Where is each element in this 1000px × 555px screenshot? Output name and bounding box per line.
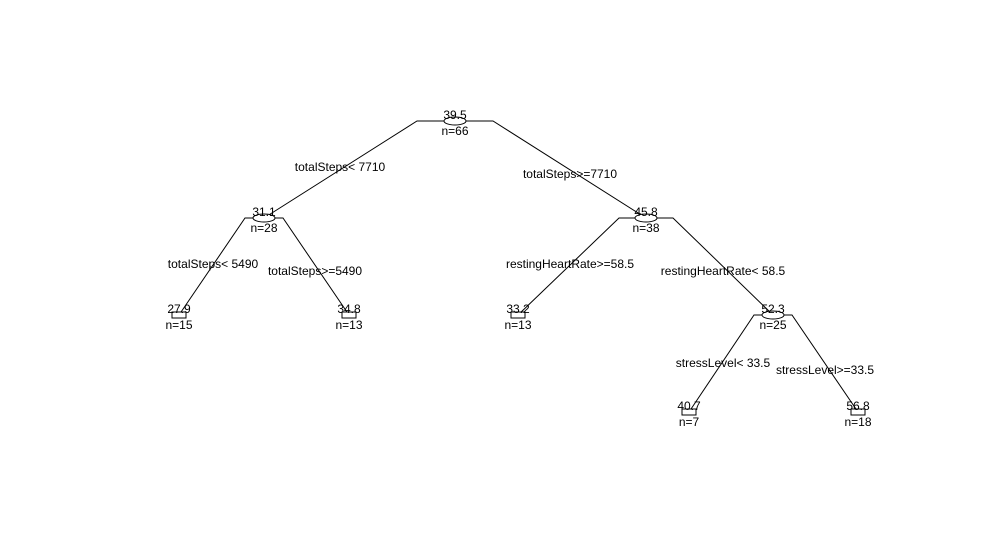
node-count-n3: n=25 <box>759 318 786 332</box>
split-label-left-n3: stressLevel< 33.5 <box>676 356 771 370</box>
leaf-marker-l4 <box>681 408 697 416</box>
node-value-l3: 33.2 <box>506 302 530 316</box>
node-count-l4: n=7 <box>679 415 700 429</box>
tree-node-markers <box>171 116 866 416</box>
leaf-marker-l1 <box>171 311 187 319</box>
split-label-right-n1: totalSteps>=5490 <box>268 264 362 278</box>
tree-edge-left-root <box>263 120 455 219</box>
node-value-n2: 45.8 <box>634 205 658 219</box>
node-marker-n1 <box>252 213 276 223</box>
node-marker-root <box>443 116 467 126</box>
node-value-n3: 52.3 <box>761 302 785 316</box>
leaf-marker-l2 <box>341 311 357 319</box>
node-count-n2: n=38 <box>632 221 659 235</box>
node-value-l1: 27.9 <box>167 302 191 316</box>
leaf-marker-l5 <box>850 408 866 416</box>
node-value-root: 39.5 <box>443 108 467 122</box>
node-count-l1: n=15 <box>165 318 192 332</box>
node-count-l3: n=13 <box>504 318 531 332</box>
node-marker-n2 <box>634 213 658 223</box>
node-count-l2: n=13 <box>335 318 362 332</box>
node-marker-n3 <box>761 310 785 320</box>
tree-edge-right-root <box>455 120 647 219</box>
node-value-l2: 34.8 <box>337 302 361 316</box>
split-label-left-root: totalSteps< 7710 <box>295 160 386 174</box>
tree-labels: totalSteps< 7710 totalSteps>=7710 totalSte… <box>165 108 874 429</box>
split-label-left-n1: totalSteps< 5490 <box>168 257 259 271</box>
leaf-marker-l3 <box>510 311 526 319</box>
node-value-l4: 40.7 <box>677 399 701 413</box>
node-count-l5: n=18 <box>844 415 871 429</box>
split-label-right-n3: stressLevel>=33.5 <box>776 363 874 377</box>
node-count-n1: n=28 <box>250 221 277 235</box>
split-label-right-n2: restingHeartRate< 58.5 <box>661 264 786 278</box>
node-count-root: n=66 <box>441 124 468 138</box>
node-value-n1: 31.1 <box>252 205 276 219</box>
split-label-left-n2: restingHeartRate>=58.5 <box>506 257 634 271</box>
node-value-l5: 56.8 <box>846 399 870 413</box>
split-label-right-root: totalSteps>=7710 <box>523 167 617 181</box>
